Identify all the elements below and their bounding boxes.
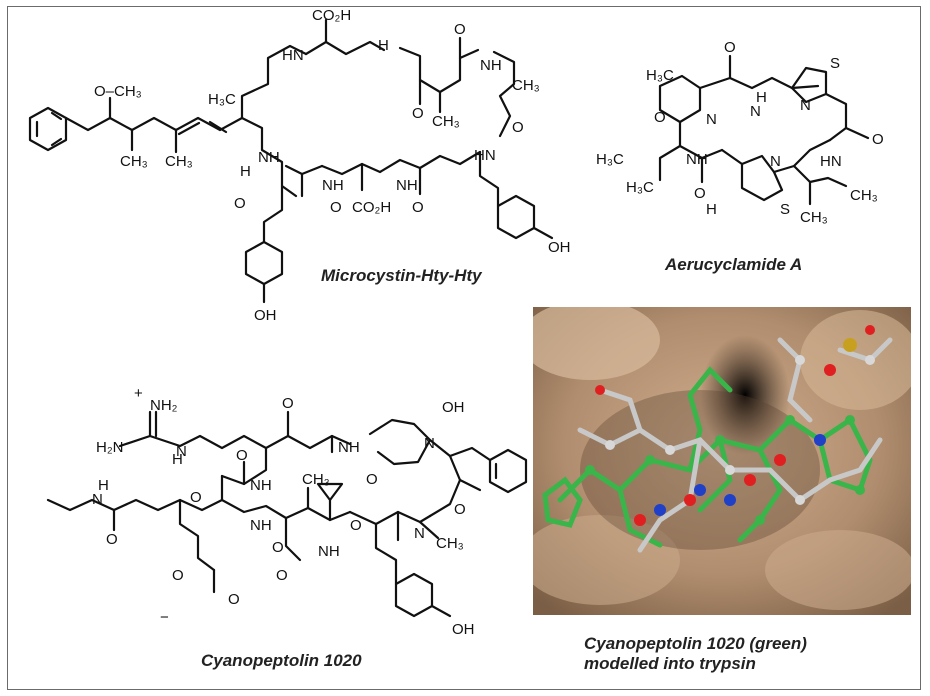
label-s-aer2: S xyxy=(780,201,790,218)
label-co2h-bottom: CO₂H xyxy=(352,199,391,216)
microcystin-structure: CO₂H O–CH₃ H₃C CH₃ CH₃ HN H O O NH CH₃ C… xyxy=(28,7,571,324)
label-n-aer2: N xyxy=(706,111,717,128)
label-nh-cy3: NH xyxy=(250,517,272,534)
label-nh-cy2: NH xyxy=(250,477,272,494)
label-hn-mc: HN xyxy=(282,47,304,64)
label-ch3-cy1: CH₃ xyxy=(302,471,330,488)
label-ch3-aer2: CH₃ xyxy=(800,209,828,226)
label-n-aer3: N xyxy=(770,153,781,170)
label-o-cy1: O xyxy=(282,395,294,412)
label-h3c-aer3: H₃C xyxy=(626,179,654,196)
label-s-aer1: S xyxy=(830,55,840,72)
ligand-grey xyxy=(577,337,893,553)
caption-aerucyclamide: Aerucyclamide A xyxy=(665,255,803,274)
label-nh-aer1: NH xyxy=(686,151,708,168)
label-ch3-mc2: CH₃ xyxy=(165,153,193,170)
microcystin-phenyl-ring xyxy=(28,106,68,152)
label-o-mc5: O xyxy=(330,199,342,216)
label-h3c-aer1: H₃C xyxy=(646,67,674,84)
label-o-cy2: O xyxy=(366,471,378,488)
label-n-cy3: N xyxy=(414,525,425,542)
label-ch3-cy2: CH₃ xyxy=(436,535,464,552)
label-nh2: NH₂ xyxy=(150,397,178,414)
label-o-aer2: O xyxy=(724,39,736,56)
label-co2h-top: CO₂H xyxy=(312,7,351,24)
label-n-cy2: N xyxy=(92,491,103,508)
label-oh-cy1: OH xyxy=(442,399,465,416)
label-h3c-mc: H₃C xyxy=(208,91,236,108)
label-nh-mc1: NH xyxy=(480,57,502,74)
label-nh-cy4: NH xyxy=(318,543,340,560)
label-o-cy7: O xyxy=(272,539,284,556)
caption-cyanopeptolin: Cyanopeptolin 1020 xyxy=(201,651,362,670)
label-o-mc1: O xyxy=(412,105,424,122)
label-hn-aer: HN xyxy=(820,153,842,170)
label-oh-mc2: OH xyxy=(548,239,571,256)
label-h-cy2: H xyxy=(98,477,109,494)
label-h-mc2: H xyxy=(240,163,251,180)
label-n-aer1: N xyxy=(800,97,811,114)
trypsin-model-image xyxy=(533,307,911,615)
label-och3: O–CH₃ xyxy=(94,83,142,100)
label-o-mc6: O xyxy=(412,199,424,216)
label-nh-mc2: NH xyxy=(258,149,280,166)
label-plus: + xyxy=(134,385,143,402)
label-o-aer1: O xyxy=(654,109,666,126)
microcystin-adda-chain xyxy=(64,116,244,132)
label-o-cy11: O xyxy=(228,591,240,608)
cyanopeptolin-structure: NH₂ + H₂N H N O NH OH N O O NH CH₃ O H N… xyxy=(46,385,528,638)
label-o-mc4: O xyxy=(234,195,246,212)
label-o-cy3: O xyxy=(236,447,248,464)
label-o-cy5: O xyxy=(106,531,118,548)
label-o-cy9: O xyxy=(350,517,362,534)
label-nh-mc3: NH xyxy=(322,177,344,194)
label-n-aer-top: N xyxy=(750,103,761,120)
label-hn-mc2: HN xyxy=(474,147,496,164)
caption-model-line2: modelled into trypsin xyxy=(584,654,756,673)
label-h-aer2: H xyxy=(706,201,717,218)
label-o-aer3: O xyxy=(694,185,706,202)
label-o-mc2: O xyxy=(454,21,466,38)
label-ch3-mc3: CH₃ xyxy=(432,113,460,130)
label-minus: − xyxy=(160,609,169,626)
label-h2n: H₂N xyxy=(96,439,124,456)
label-o-cy4: O xyxy=(454,501,466,518)
label-o-cy8: O xyxy=(276,567,288,584)
label-n-cy-guan: N xyxy=(176,443,187,460)
label-o-cy10: O xyxy=(172,567,184,584)
label-oh-cy2: OH xyxy=(452,621,475,638)
label-o-cy6: O xyxy=(190,489,202,506)
ligand-atoms xyxy=(585,325,875,526)
label-ch3-aer1: CH₃ xyxy=(850,187,878,204)
label-o-aer4: O xyxy=(872,131,884,148)
label-o-mc3: O xyxy=(512,119,524,136)
label-n-cy1: N xyxy=(424,435,435,452)
label-ch3-mc1: CH₃ xyxy=(120,153,148,170)
label-h-aer1: H xyxy=(756,89,767,106)
label-ch3-mc4: CH₃ xyxy=(512,77,540,94)
caption-microcystin: Microcystin-Hty-Hty xyxy=(321,266,482,285)
label-nh-mc4: NH xyxy=(396,177,418,194)
label-h3c-aer2: H₃C xyxy=(596,151,624,168)
label-h-cy1: H xyxy=(172,451,183,468)
label-nh-cy1: NH xyxy=(338,439,360,456)
aerucyclamide-structure: H₃C O O H N S N N H₃C H₃C NH O N H S HN … xyxy=(596,39,884,226)
caption-model-line1: Cyanopeptolin 1020 (green) xyxy=(584,634,807,653)
label-oh-mc1: OH xyxy=(254,307,277,324)
label-h-mc1: H xyxy=(378,37,389,54)
binding-pocket xyxy=(700,335,790,455)
